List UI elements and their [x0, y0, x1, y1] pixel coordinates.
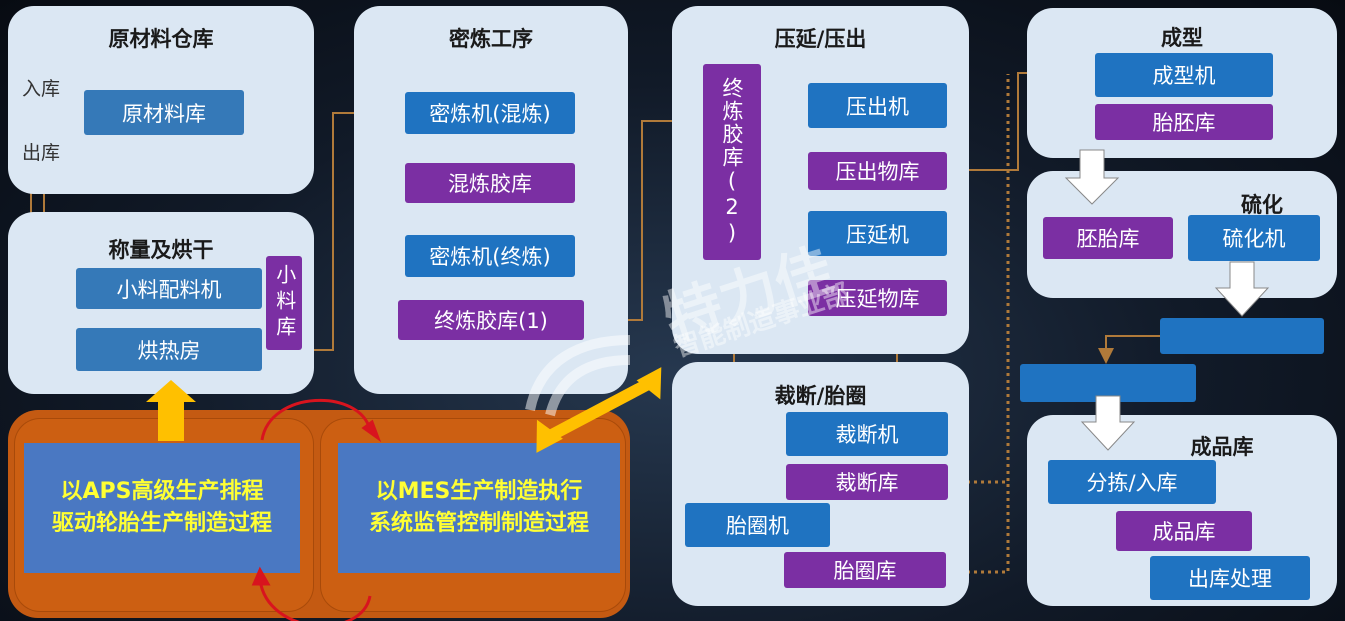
small-batch-machine[interactable]: 小料配料机 [76, 268, 262, 309]
mixer-final[interactable]: 密炼机(终炼) [405, 235, 575, 277]
raw-warehouse-panel: 原材料仓库 入库 出库 原材料库 [8, 6, 314, 194]
watermark-swirl-icon [525, 335, 631, 417]
calender[interactable]: 压延机 [808, 211, 947, 256]
mixer-masterbatch[interactable]: 密炼机(混炼) [405, 92, 575, 134]
aps-line2: 驱动轮胎生产制造过程 [51, 511, 272, 536]
green-tire-store[interactable]: 胎胚库 [1095, 104, 1273, 140]
visual-inspection[interactable] [1160, 318, 1324, 354]
final-compound-store-2[interactable]: 终炼胶库(2) [703, 64, 761, 260]
extruder[interactable]: 压出机 [808, 83, 947, 128]
aps-mode-box[interactable]: 以APS高级生产排程 驱动轮胎生产制造过程 [24, 443, 300, 573]
final-store2-text: 终炼胶库(2) [720, 77, 744, 247]
aps-line1: 以APS高级生产排程 [60, 479, 264, 505]
building-title: 成型 [1161, 26, 1203, 50]
building-panel: 成型 成型机 胎胚库 [1027, 8, 1337, 158]
watermark-logo [520, 300, 640, 424]
sort-inbound[interactable]: 分拣/入库 [1048, 460, 1216, 504]
finished-store[interactable]: 成品库 [1116, 511, 1252, 551]
extrude-panel: 压延/压出 终炼胶库(2) 压出机 压出物库 压延机 压延物库 [672, 6, 969, 354]
masterbatch-store[interactable]: 混炼胶库 [405, 163, 575, 203]
finished-title: 成品库 [1190, 435, 1254, 459]
small-material-store[interactable]: 小料库 [266, 256, 302, 350]
curing-press[interactable]: 硫化机 [1188, 215, 1320, 261]
cutting-machine[interactable]: 裁断机 [786, 412, 948, 456]
curing-title: 硫化 [1241, 193, 1283, 217]
xray-inspection[interactable] [1020, 364, 1196, 402]
finished-panel: 成品库 分拣/入库 成品库 出库处理 [1027, 415, 1337, 606]
outbound-processing[interactable]: 出库处理 [1150, 556, 1310, 600]
mes-line2: 系统监管控制制造过程 [368, 511, 589, 536]
cut-bead-panel: 裁断/胎圈 裁断机 裁断库 胎圈机 胎圈库 [672, 362, 969, 606]
curing-panel: 硫化 胚胎库 硫化机 [1027, 171, 1337, 298]
inbound-label: 入库 [22, 78, 61, 100]
mixing-title: 密炼工序 [449, 27, 533, 51]
extrude-title: 压延/压出 [774, 27, 867, 51]
connector-bead-dotted [946, 482, 1010, 574]
extrudate-store[interactable]: 压出物库 [808, 152, 947, 190]
raw-warehouse-title: 原材料仓库 [108, 27, 214, 51]
mes-line1: 以MES生产制造执行 [375, 479, 583, 505]
mes-mode-box[interactable]: 以MES生产制造执行 系统监管控制制造过程 [338, 443, 620, 573]
outbound-label: 出库 [22, 142, 61, 164]
calendered-store[interactable]: 压延物库 [808, 280, 947, 316]
connector-visual-to-xray [1098, 335, 1160, 364]
drying-room[interactable]: 烘热房 [76, 328, 262, 371]
weigh-dry-panel: 称量及烘干 小料配料机 烘热房 小料库 [8, 212, 314, 394]
green-tire-store-curing[interactable]: 胚胎库 [1043, 217, 1173, 259]
bead-store[interactable]: 胎圈库 [784, 552, 946, 588]
small-store-text: 小料库 [272, 264, 297, 342]
cut-store[interactable]: 裁断库 [786, 464, 948, 500]
bead-machine[interactable]: 胎圈机 [685, 503, 830, 547]
cut-bead-title: 裁断/胎圈 [774, 384, 867, 408]
final-compound-store-1[interactable]: 终炼胶库(1) [398, 300, 584, 340]
mixing-panel: 密炼工序 密炼机(混炼) 混炼胶库 密炼机(终炼) 终炼胶库(1) [354, 6, 628, 394]
weigh-dry-title: 称量及烘干 [108, 238, 214, 262]
building-machine[interactable]: 成型机 [1095, 53, 1273, 97]
raw-material-store[interactable]: 原材料库 [84, 90, 244, 135]
